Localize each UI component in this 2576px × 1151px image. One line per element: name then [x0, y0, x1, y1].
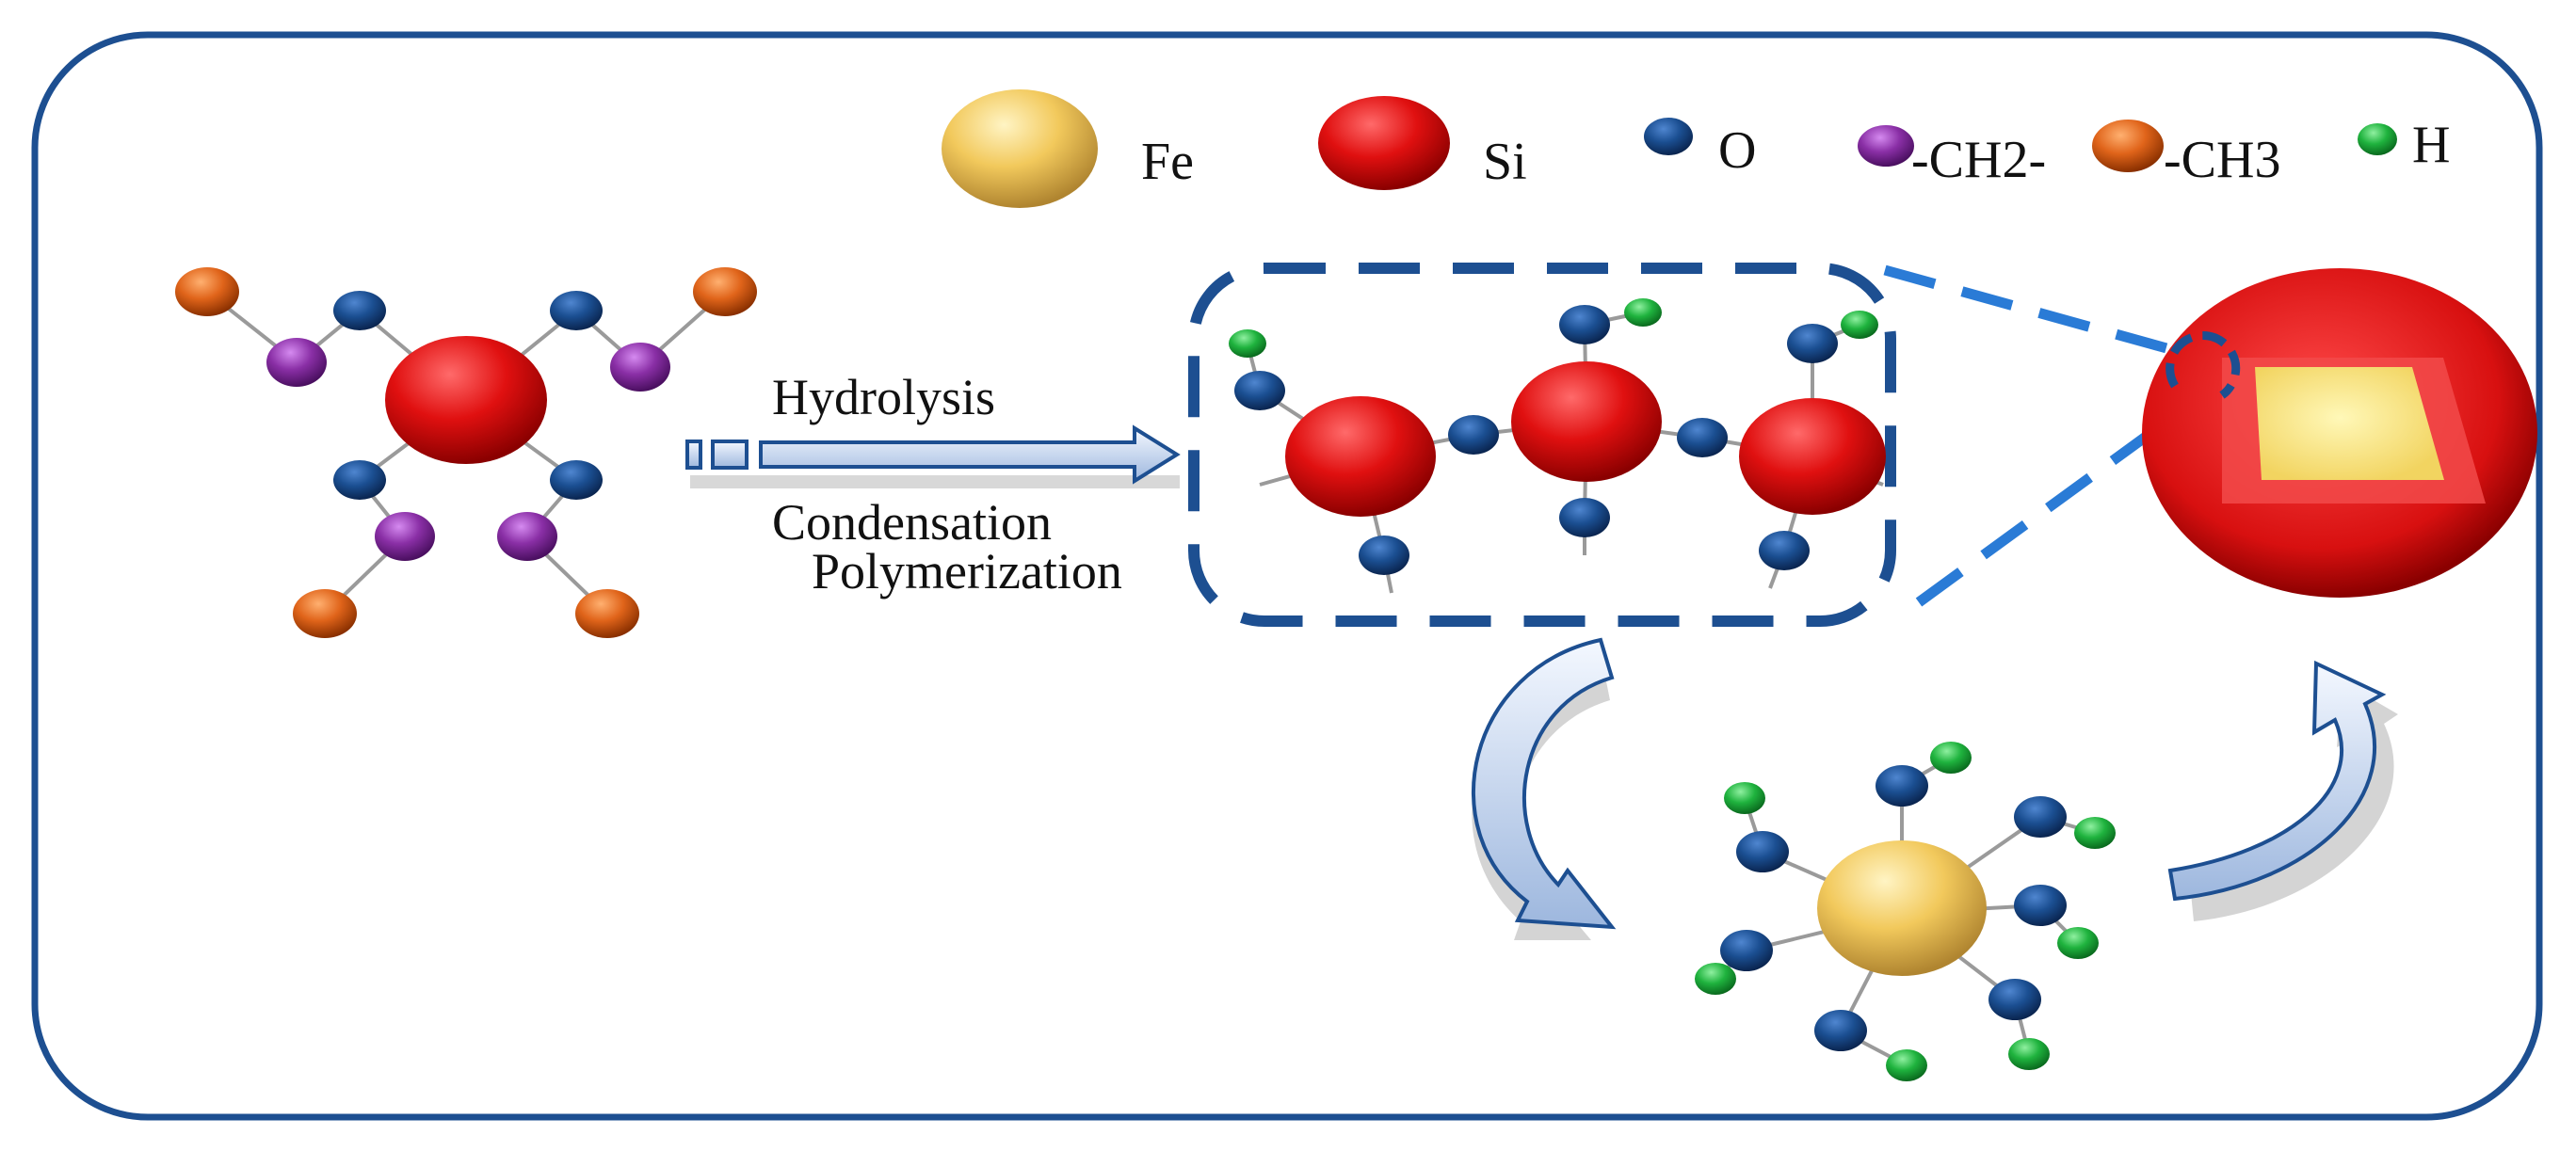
zoom-lines — [1883, 264, 2196, 607]
ch3-atom — [293, 589, 357, 638]
o-atom — [1677, 418, 1728, 457]
fe-atom — [1817, 840, 1987, 976]
o-atom — [1876, 765, 1928, 807]
legend-si-atom — [1318, 96, 1450, 190]
core-shell-particle — [2142, 268, 2537, 598]
o-atom — [1234, 371, 1285, 410]
o-atom — [1559, 305, 1610, 344]
legend: Fe Si O -CH2- -CH3 H — [942, 89, 2450, 208]
o-atom — [1787, 324, 1838, 363]
o-atom — [550, 291, 603, 330]
h-atom — [2057, 927, 2099, 959]
o-atom — [550, 460, 603, 500]
si-atom — [1739, 398, 1886, 515]
ch2-atom — [375, 512, 435, 561]
arrow-up-body — [2167, 660, 2387, 902]
si-atom — [385, 336, 547, 464]
o-atom — [1559, 498, 1610, 537]
ch2-atom — [266, 338, 327, 387]
h-atom — [1886, 1049, 1927, 1081]
o-atom — [1359, 536, 1409, 575]
legend-ch3-label: -CH3 — [2164, 131, 2280, 189]
h-atom — [1695, 963, 1736, 995]
legend-ch2-atom — [1858, 125, 1914, 167]
ch3-atom — [575, 589, 639, 638]
fe-hydroxyl-cluster — [1695, 742, 2116, 1081]
o-atom — [1736, 831, 1789, 872]
si-atom — [1285, 396, 1436, 517]
o-atom — [1720, 930, 1773, 971]
h-atom — [1229, 329, 1266, 358]
polymer-chain — [1229, 298, 1886, 594]
condensation-label: Condensation — [772, 494, 1052, 551]
outer-frame — [31, 31, 2543, 1121]
curved-arrow-up — [2167, 660, 2398, 921]
polymer-dashed-box — [1188, 263, 1896, 627]
zoom-marker — [2165, 331, 2241, 399]
h-atom — [1724, 782, 1765, 814]
legend-o-label: O — [1718, 121, 1756, 180]
legend-fe-atom — [942, 89, 1098, 208]
ch2-atom — [610, 343, 670, 392]
h-atom — [1930, 742, 1972, 774]
legend-ch2-label: -CH2- — [1911, 131, 2046, 189]
arrow-down-body — [1472, 637, 1617, 930]
o-atom — [2014, 885, 2067, 926]
o-atom — [333, 460, 386, 500]
legend-fe-label: Fe — [1141, 133, 1194, 191]
o-atom — [1759, 531, 1810, 570]
precursor-molecule — [175, 267, 757, 638]
curved-arrow-down — [1472, 637, 1617, 940]
ch3-atom — [693, 267, 757, 316]
legend-o-atom — [1644, 118, 1693, 155]
si-atom — [1511, 361, 1662, 482]
fe-core — [2255, 367, 2444, 480]
o-atom — [1448, 415, 1499, 455]
h-atom — [2074, 817, 2116, 849]
legend-h-label: H — [2412, 116, 2450, 174]
legend-ch3-atom — [2092, 120, 2164, 172]
reaction-arrow — [685, 424, 1181, 488]
polymerization-label: Polymerization — [812, 543, 1122, 599]
o-atom — [2014, 796, 2067, 838]
ch3-atom — [175, 267, 239, 316]
legend-si-label: Si — [1483, 133, 1527, 191]
h-atom — [1624, 298, 1662, 327]
o-atom — [1814, 1010, 1867, 1051]
h-atom — [1841, 311, 1878, 339]
ch2-atom — [497, 512, 557, 561]
o-atom — [333, 291, 386, 330]
h-atom — [2008, 1038, 2050, 1070]
o-atom — [1988, 979, 2041, 1020]
legend-h-atom — [2358, 123, 2397, 155]
hydrolysis-label: Hydrolysis — [772, 369, 995, 425]
